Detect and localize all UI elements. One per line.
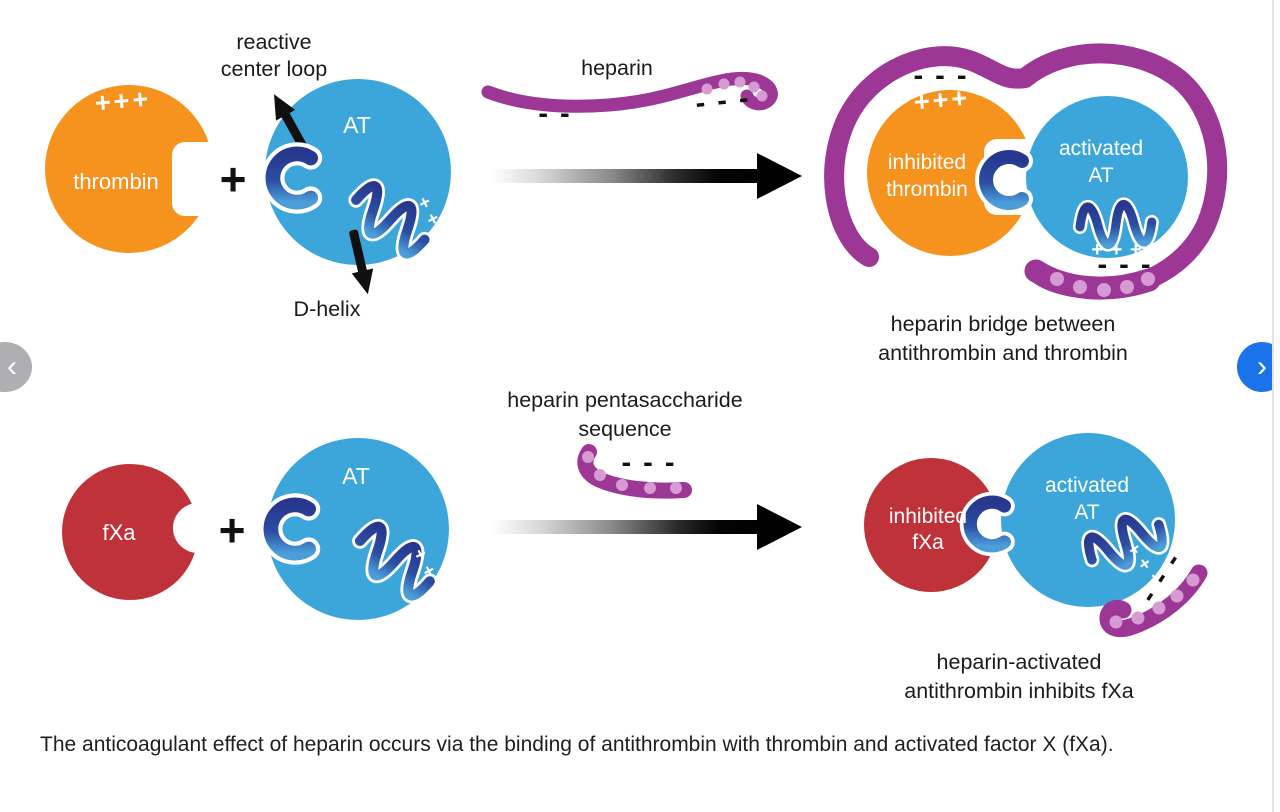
reaction-arrow-bottom — [492, 504, 802, 550]
figure-caption: The anticoagulant effect of heparin occu… — [40, 733, 1114, 756]
thrombin-active-site-notch — [172, 142, 226, 216]
plus-sign-bottom: + — [218, 504, 246, 556]
heparin-bridge-tail — [1024, 259, 1161, 300]
fxa-circle — [62, 464, 198, 600]
inhibited-fxa-circle — [864, 458, 998, 592]
pentasaccharide-dots — [582, 451, 682, 494]
pentasaccharide-dots-2 — [1109, 573, 1200, 629]
heparin-negative-charges-left: - - — [538, 98, 572, 130]
reaction-arrow-top — [492, 153, 802, 199]
heparin-negative-charges-right: - - - — [693, 82, 753, 120]
activated-at-label-bottom: activated AT — [1044, 474, 1130, 524]
at-label-bottom: AT — [342, 463, 370, 489]
heparin-chain-ribbon — [481, 71, 778, 113]
inhibited-thrombin-positive-charges: +++ — [912, 82, 972, 118]
thrombin-label: thrombin — [73, 169, 159, 194]
d-helix-label: D-helix — [293, 297, 361, 321]
bridge-caption: heparin bridge between antithrombin and … — [878, 312, 1128, 365]
activated-at-positive-charges-top: + + + — [1091, 239, 1143, 261]
plus-sign-top: + — [219, 153, 247, 205]
heparin-label: heparin — [581, 56, 653, 80]
fxa-label: fXa — [102, 520, 136, 545]
pentasaccharide-negative-charges: - - - — [621, 447, 677, 479]
bridge-negative-charges-bottom: - - - — [1097, 249, 1153, 281]
chevron-right-icon: › — [1257, 350, 1267, 383]
right-edge-divider — [1272, 0, 1280, 812]
at-label-top: AT — [343, 112, 371, 138]
heparin-chain-dots — [701, 76, 768, 102]
fxa-active-site-notch — [173, 503, 223, 553]
activated-at-label-top: activated AT — [1058, 137, 1144, 187]
pentasaccharide-label: heparin pentasaccharide sequence — [507, 388, 743, 441]
inhibited-thrombin-circle — [867, 90, 1033, 256]
bridge-negative-charges-top: - - - — [913, 60, 969, 92]
fxa-complex-caption: heparin-activated antithrombin inhibits … — [904, 650, 1134, 703]
inhibited-fxa-label: inhibited fXa — [888, 505, 968, 554]
thrombin-positive-charges: +++ — [93, 83, 153, 119]
reactive-center-loop-label: reactive center loop — [220, 30, 328, 81]
inhibited-thrombin-label: inhibited thrombin — [886, 151, 968, 201]
heparin-bridge-dots — [1050, 272, 1155, 297]
thrombin-circle — [45, 85, 213, 253]
chevron-left-icon: ‹ — [7, 350, 17, 383]
